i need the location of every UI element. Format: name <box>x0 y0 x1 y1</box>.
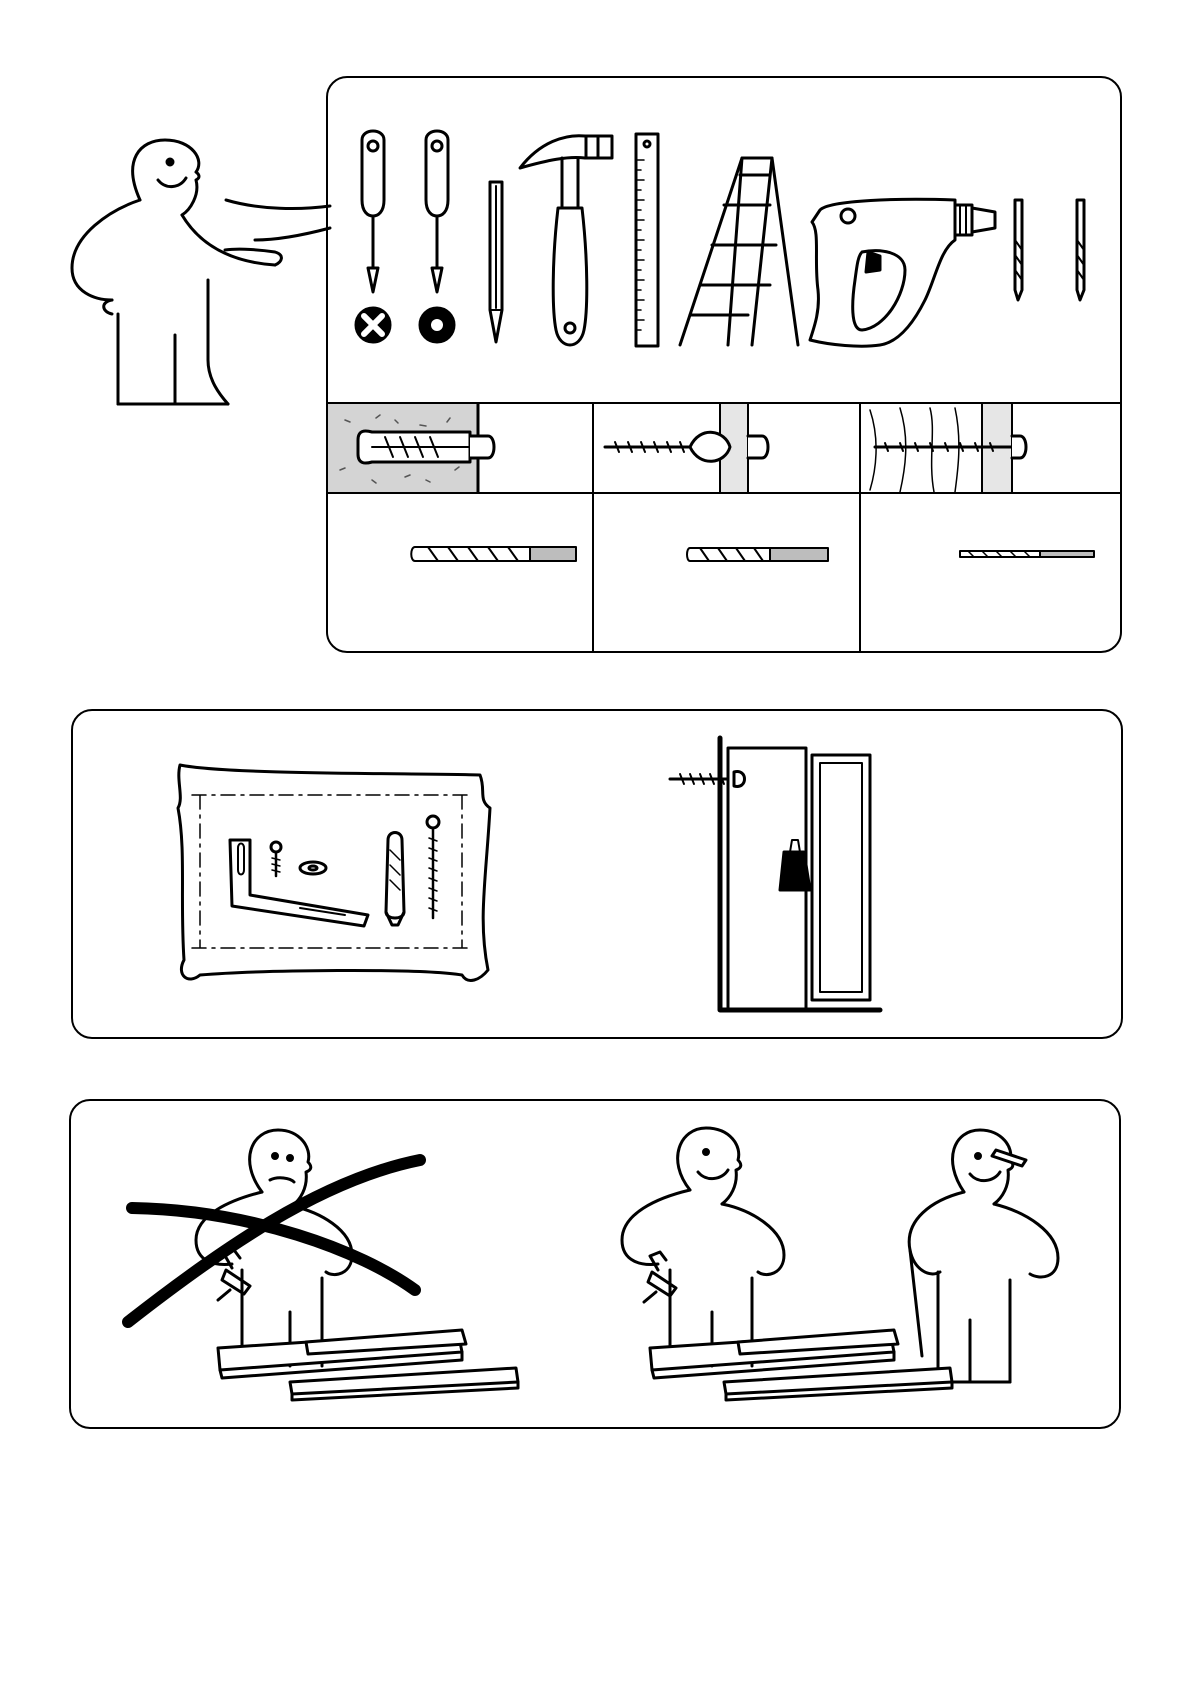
wall-anchored-cabinet-figure <box>670 738 880 1010</box>
wood-drill-bit-figure <box>960 551 1094 557</box>
masonry-drill-bit-figure <box>411 547 576 561</box>
phillips-screwdriver-icon <box>356 131 390 342</box>
drill-icon <box>810 199 995 346</box>
drill-bit-large-icon <box>1077 200 1084 300</box>
plasterboard-wall-plug-figure <box>605 404 768 492</box>
wall-anchor-panel <box>72 710 1122 1038</box>
person-alone-crossed-out-figure <box>128 1130 518 1400</box>
hammer-icon <box>520 136 612 345</box>
ruler-icon <box>636 134 658 346</box>
pencil-icon <box>490 182 502 342</box>
tools-panel <box>327 77 1121 652</box>
two-people-assembling-figure <box>622 1128 1058 1400</box>
plasterboard-drill-bit-figure <box>687 548 828 561</box>
drill-bit-small-icon <box>1015 200 1022 300</box>
concrete-wall-plug-figure <box>328 404 494 492</box>
flat-screwdriver-icon <box>420 131 454 342</box>
pointing-person-figure <box>72 140 330 404</box>
wood-wall-screw-figure <box>870 404 1026 492</box>
step-ladder-icon <box>680 158 798 345</box>
hardware-bag-figure <box>178 765 490 980</box>
